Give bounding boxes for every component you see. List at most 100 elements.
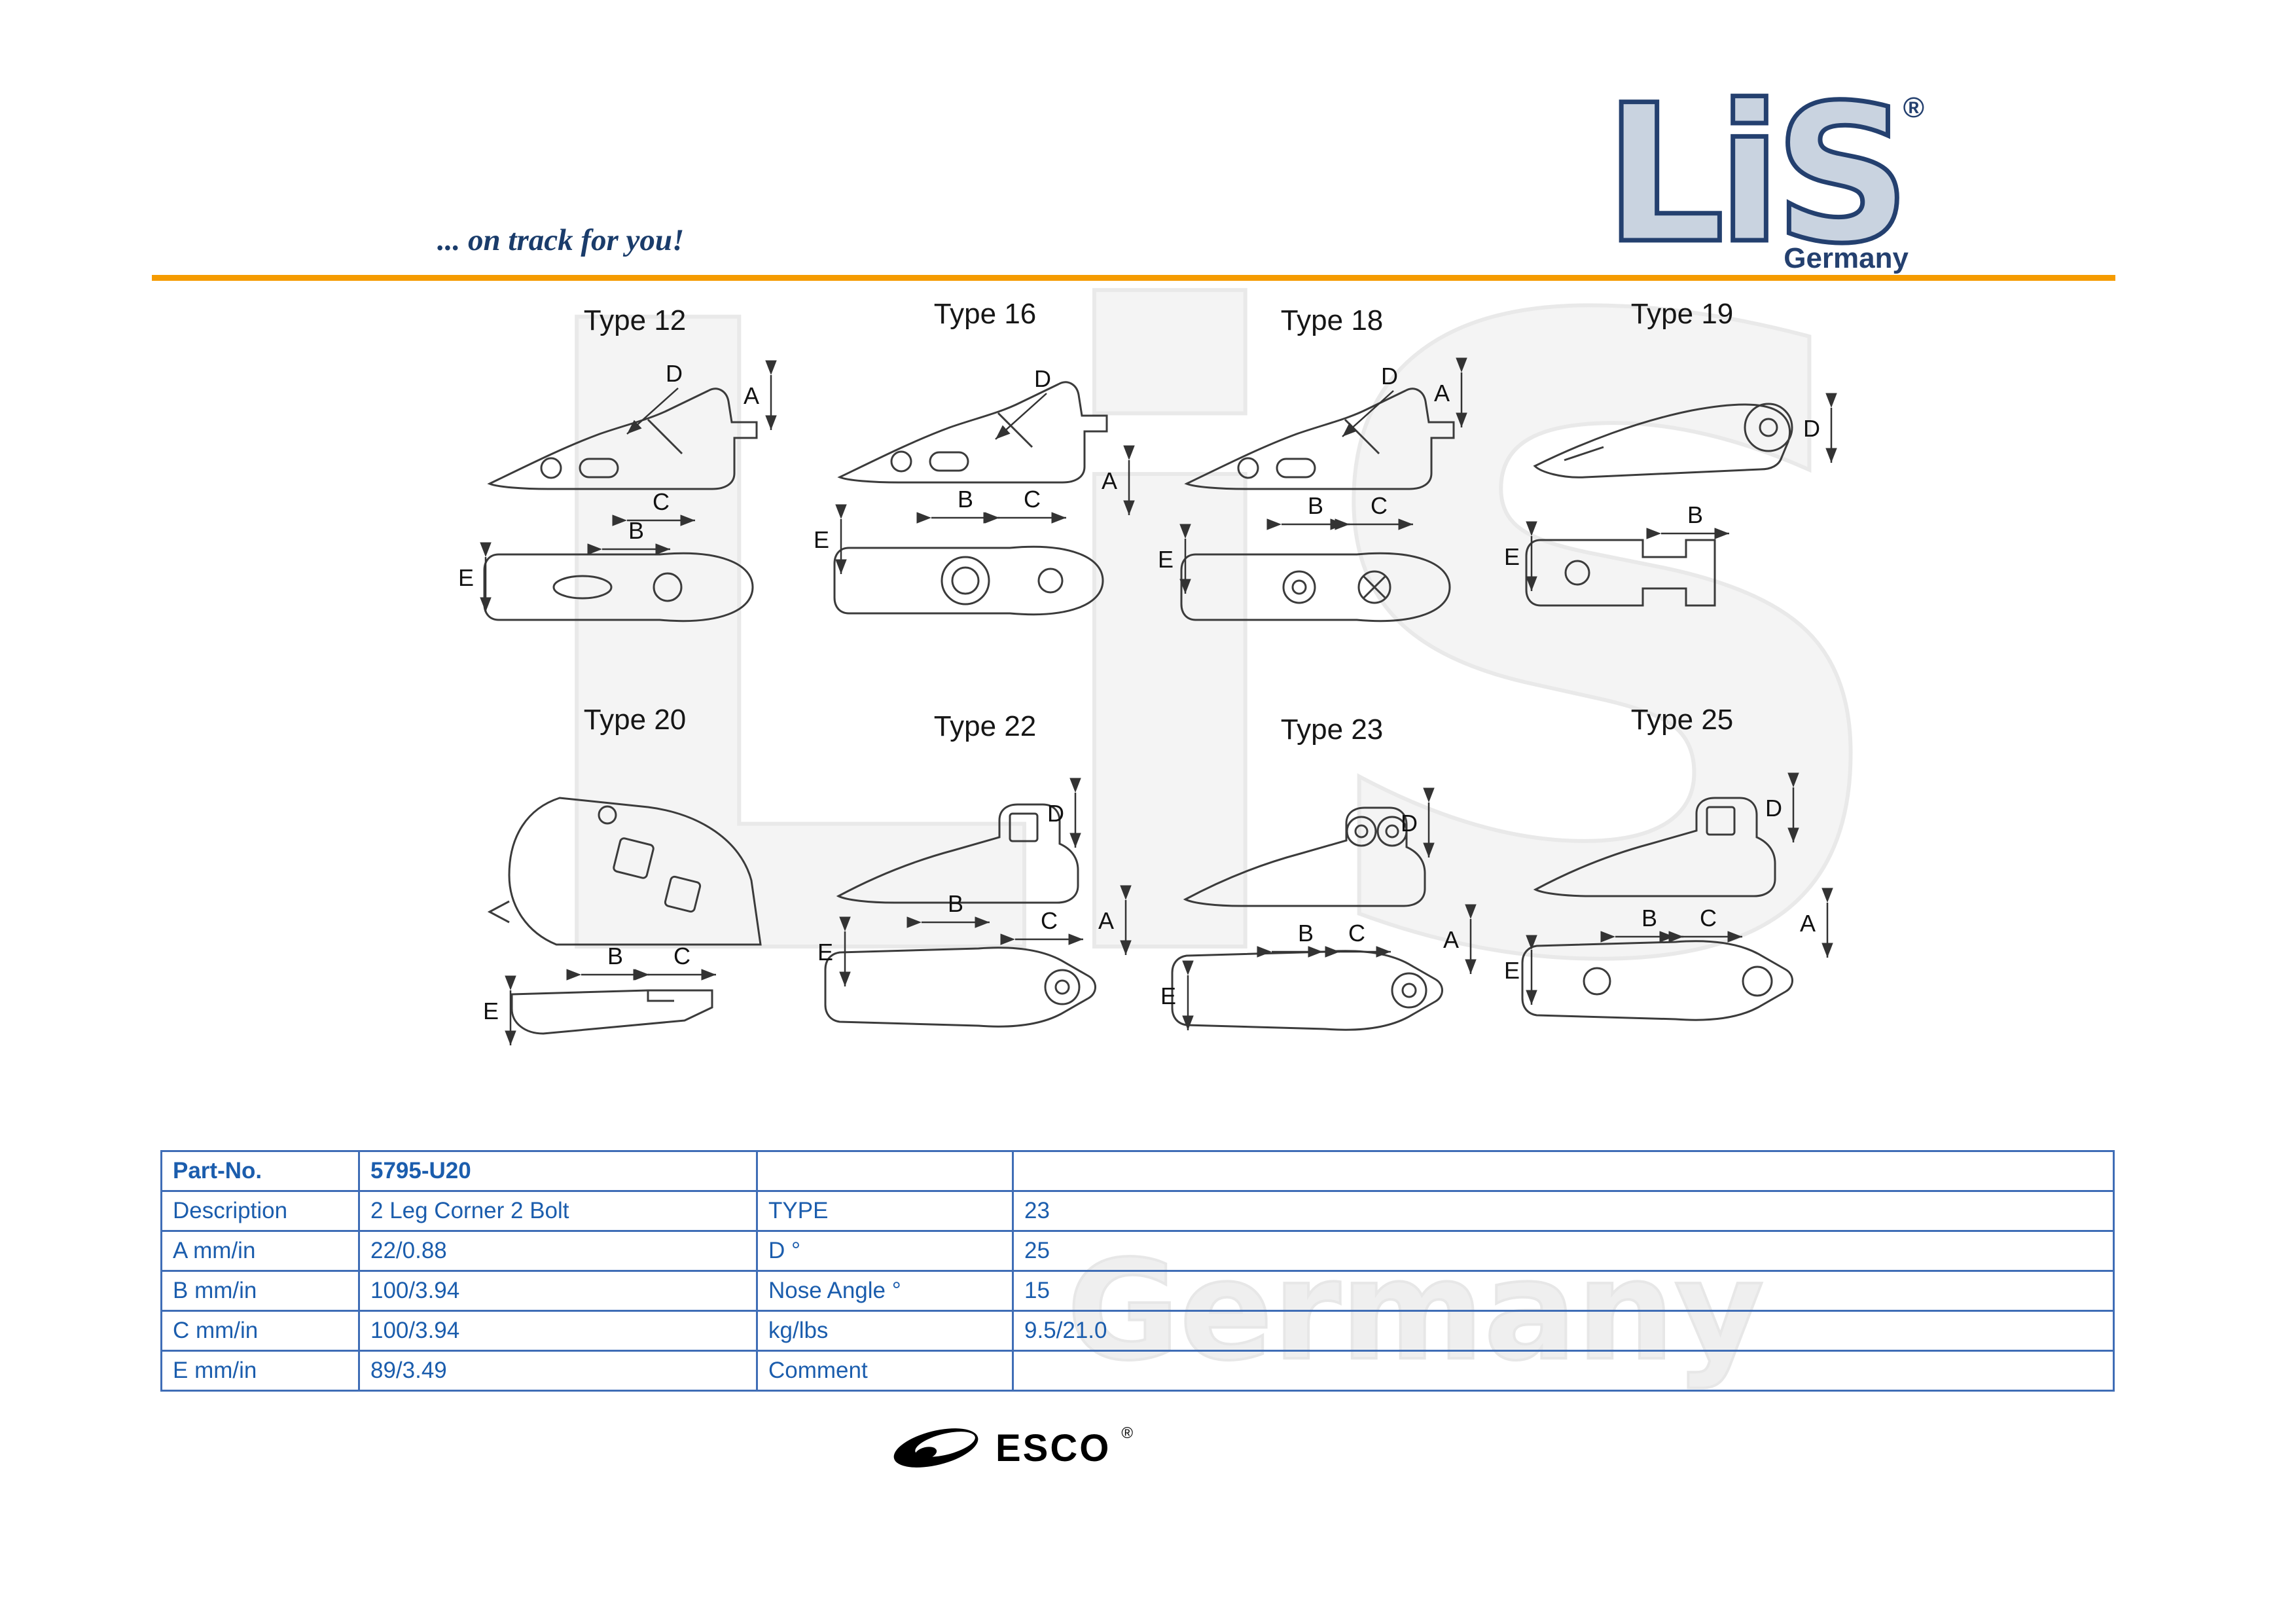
svg-text:A: A: [1443, 926, 1459, 953]
type-22-drawing: D B C A E: [802, 744, 1168, 1058]
table-cell-d-label: D °: [756, 1230, 1014, 1272]
lis-logo: LiS ® Germany: [1602, 78, 1924, 275]
figure-title: Type 19: [1630, 298, 1734, 330]
figure-type-18: Type 18 D A B C E: [1149, 304, 1515, 653]
svg-text:C: C: [1371, 492, 1388, 519]
table-cell-c-value: 100/3.94: [358, 1310, 758, 1352]
svg-text:D: D: [1803, 415, 1820, 442]
table-row: A mm/in 22/0.88 D ° 25: [160, 1230, 2115, 1272]
table-cell-b-value: 100/3.94: [358, 1270, 758, 1312]
svg-text:D: D: [1034, 365, 1051, 392]
lis-logo-country: Germany: [1784, 242, 1909, 274]
figure-type-16: Type 16 D A B C E: [802, 298, 1168, 646]
figure-type-23: Type 23 D B C A E: [1149, 713, 1515, 1062]
table-cell-description-label: Description: [160, 1190, 360, 1232]
svg-text:D: D: [1047, 800, 1064, 827]
table-cell-comment-label: Comment: [756, 1350, 1014, 1392]
svg-text:A: A: [1098, 907, 1114, 934]
esco-swoosh-icon: [893, 1428, 978, 1468]
type-23-drawing: D B C A E: [1149, 748, 1515, 1062]
svg-text:A: A: [1434, 380, 1450, 406]
table-cell-type-label: TYPE: [756, 1190, 1014, 1232]
type-18-drawing: D A B C E: [1149, 338, 1515, 653]
table-row: E mm/in 89/3.49 Comment: [160, 1350, 2115, 1392]
figure-type-20: Type 20 B C E: [452, 704, 818, 1052]
svg-text:E: E: [1158, 546, 1174, 573]
svg-text:E: E: [814, 526, 829, 553]
svg-text:E: E: [458, 564, 474, 591]
figure-title: Type 20: [583, 704, 687, 736]
table-cell-noseangle-value: 15: [1012, 1270, 2115, 1312]
table-cell-e-value: 89/3.49: [358, 1350, 758, 1392]
figure-type-22: Type 22 D B C A E: [802, 710, 1168, 1058]
svg-text:B: B: [958, 486, 973, 513]
svg-text:B: B: [1308, 492, 1323, 519]
figure-title: Type 18: [1280, 304, 1384, 336]
svg-text:B: B: [948, 890, 963, 917]
svg-text:E: E: [1504, 957, 1520, 984]
orange-divider: [152, 275, 2115, 281]
svg-text:C: C: [673, 943, 691, 969]
part-spec-table: Part-No. 5795-U20 Description 2 Leg Corn…: [160, 1150, 2115, 1392]
svg-text:B: B: [1298, 920, 1314, 947]
svg-text:E: E: [817, 939, 833, 965]
table-row: Description 2 Leg Corner 2 Bolt TYPE 23: [160, 1190, 2115, 1232]
table-cell-b-label: B mm/in: [160, 1270, 360, 1312]
type-25-drawing: D B C A E: [1499, 738, 1865, 1052]
svg-text:B: B: [1641, 905, 1657, 931]
type-16-drawing: D A B C E: [802, 332, 1168, 646]
table-cell-partno-label: Part-No.: [160, 1150, 360, 1192]
registered-trademark-icon: ®: [1903, 92, 1924, 124]
table-cell-d-value: 25: [1012, 1230, 2115, 1272]
svg-text:E: E: [1160, 983, 1176, 1009]
svg-text:C: C: [1024, 486, 1041, 513]
svg-text:E: E: [483, 998, 499, 1024]
table-cell-a-value: 22/0.88: [358, 1230, 758, 1272]
figure-title: Type 16: [933, 298, 1037, 330]
table-cell-comment-value: [1012, 1350, 2115, 1392]
svg-text:C: C: [1348, 920, 1365, 947]
table-cell-type-value: 23: [1012, 1190, 2115, 1232]
figure-type-25: Type 25 D B C A E: [1499, 704, 1865, 1052]
type-19-drawing: D B E: [1499, 332, 1865, 646]
esco-logo-text: ESCO: [996, 1426, 1111, 1470]
table-row: C mm/in 100/3.94 kg/lbs 9.5/21.0: [160, 1310, 2115, 1352]
figure-title: Type 22: [933, 710, 1037, 742]
lis-logo-text: LiS: [1602, 65, 1913, 285]
table-cell-partno-value: 5795-U20: [358, 1150, 758, 1192]
svg-text:C: C: [653, 488, 670, 515]
table-row: B mm/in 100/3.94 Nose Angle ° 15: [160, 1270, 2115, 1312]
figure-title: Type 23: [1280, 713, 1384, 746]
esco-registered-icon: ®: [1121, 1424, 1134, 1442]
svg-text:C: C: [1700, 905, 1717, 931]
svg-text:A: A: [1800, 910, 1816, 937]
svg-text:D: D: [1401, 810, 1418, 837]
figure-title: Type 12: [583, 304, 687, 336]
type-20-drawing: B C E: [452, 738, 818, 1052]
table-cell-weight-value: 9.5/21.0: [1012, 1310, 2115, 1352]
svg-text:A: A: [1102, 467, 1117, 494]
svg-text:D: D: [1381, 363, 1398, 389]
table-cell-a-label: A mm/in: [160, 1230, 360, 1272]
esco-logo: ESCO ®: [887, 1420, 1133, 1475]
svg-text:B: B: [1687, 501, 1703, 528]
table-cell: [756, 1150, 1014, 1192]
svg-text:E: E: [1504, 543, 1520, 570]
svg-text:D: D: [666, 360, 683, 387]
figure-type-19: Type 19 D B E: [1499, 298, 1865, 646]
table-cell-e-label: E mm/in: [160, 1350, 360, 1392]
tagline: ... on track for you!: [437, 223, 685, 257]
svg-text:B: B: [607, 943, 623, 969]
table-cell-description-value: 2 Leg Corner 2 Bolt: [358, 1190, 758, 1232]
figure-title: Type 25: [1630, 704, 1734, 736]
svg-text:A: A: [744, 382, 759, 409]
svg-text:D: D: [1765, 795, 1782, 821]
table-row: Part-No. 5795-U20: [160, 1150, 2115, 1192]
table-cell-noseangle-label: Nose Angle °: [756, 1270, 1014, 1312]
table-cell-weight-label: kg/lbs: [756, 1310, 1014, 1352]
svg-text:C: C: [1041, 907, 1058, 934]
table-cell-c-label: C mm/in: [160, 1310, 360, 1352]
